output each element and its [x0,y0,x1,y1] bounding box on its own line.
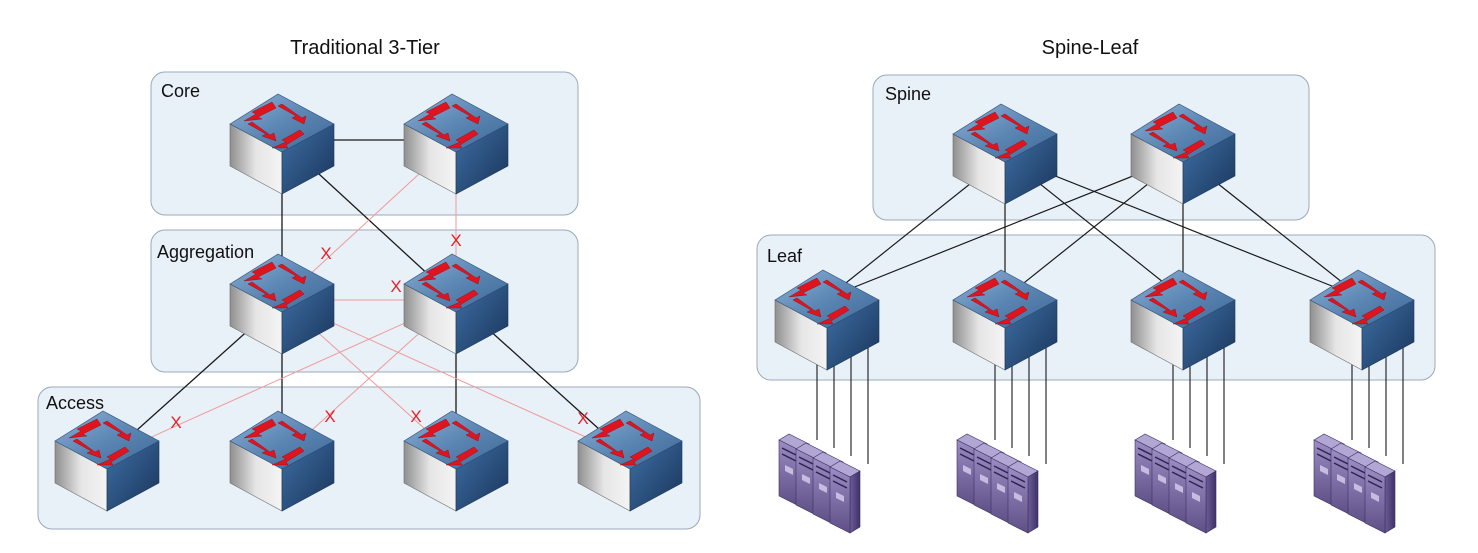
server-group [956,433,1039,534]
blocked-link [106,299,457,458]
left-diagram-title: Traditional 3-Tier [290,37,440,59]
leaf-tier-box [756,234,1436,381]
server-group [1313,433,1396,534]
blocked-link-marker: X [320,244,331,263]
blocked-link-marker: X [577,409,588,428]
access-tier-label: Access [46,393,104,413]
blocked-link-markers: X X X X X X X [170,231,588,432]
server-group [778,433,861,534]
server-rack-icon [1007,460,1039,534]
blocked-link-marker: X [324,407,335,426]
core-tier-label: Core [161,81,200,101]
core-tier-box [150,71,579,216]
spine-tier-label: Spine [885,84,931,104]
aggregation-tier-label: Aggregation [157,242,254,262]
server-group [1134,433,1217,534]
blocked-link [281,299,631,458]
blocked-link-marker: X [450,231,461,250]
leaf-tier-label: Leaf [767,246,803,266]
spine-tier-box [872,74,1310,221]
server-rack-icon [1364,460,1396,534]
spine-leaf-link [826,155,1184,299]
server-groups [778,433,1396,534]
server-rack-icon [829,460,861,534]
right-diagram-title: Spine-Leaf [1042,37,1139,59]
blocked-link-marker: X [390,277,401,296]
blocked-link-marker: X [170,413,181,432]
access-tier-box [37,386,701,530]
server-rack-icon [1185,460,1217,534]
blocked-link-marker: X [410,407,421,426]
